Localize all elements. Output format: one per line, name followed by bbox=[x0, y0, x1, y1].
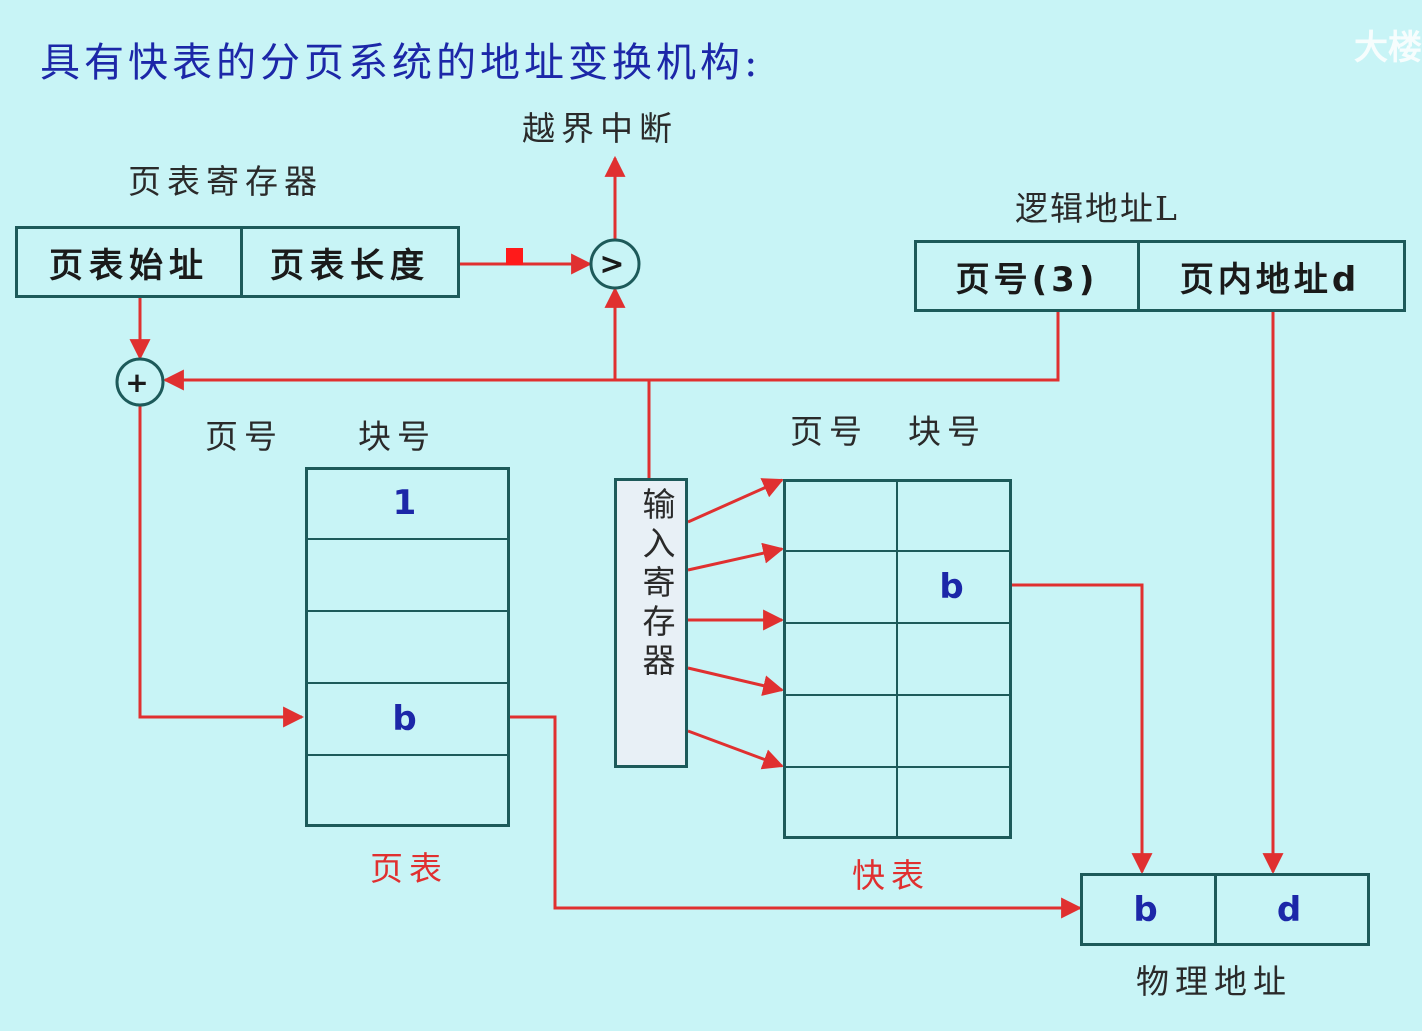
page-table-cell bbox=[305, 611, 510, 683]
fast-table-col-page: 页号 bbox=[790, 412, 868, 451]
page-table-cell bbox=[305, 539, 510, 611]
input-register-label: 输入寄存器 bbox=[637, 487, 676, 682]
page-title: 具有快表的分页系统的地址变换机构: bbox=[40, 40, 762, 86]
adder-symbol: + bbox=[125, 365, 155, 399]
table-length-field: 页表长度 bbox=[270, 245, 430, 286]
logical-address-label: 逻辑地址L bbox=[1015, 189, 1179, 228]
fast-table-cell bbox=[897, 695, 1012, 767]
watermark: 大楼 bbox=[1354, 28, 1422, 68]
fast-table-cell: b bbox=[939, 567, 970, 607]
page-table-col-page: 页号 bbox=[205, 417, 283, 456]
fast-table-cell bbox=[897, 767, 1012, 839]
page-table-cell: 1 bbox=[392, 483, 423, 523]
physical-address-register: b d bbox=[1080, 873, 1370, 946]
page-number-field: 页号(3) bbox=[917, 243, 1140, 309]
line-fan-4 bbox=[687, 666, 785, 696]
fast-table-caption: 快表 bbox=[852, 856, 930, 895]
fast-table-col-block: 块号 bbox=[908, 412, 986, 451]
physical-block-field: b bbox=[1083, 876, 1217, 943]
input-register bbox=[614, 478, 688, 768]
compare-symbol: > bbox=[599, 246, 631, 282]
page-table bbox=[305, 467, 510, 827]
physical-offset-field: d bbox=[1276, 889, 1308, 930]
line-page-number-bus bbox=[162, 312, 1060, 391]
fast-table-cell bbox=[783, 623, 897, 695]
fast-table bbox=[783, 479, 1012, 839]
page-table-caption: 页表 bbox=[370, 849, 448, 888]
page-table-register-label: 页表寄存器 bbox=[128, 162, 323, 201]
line-page-table-to-physical bbox=[510, 715, 1083, 919]
table-start-field: 页表始址 bbox=[18, 229, 243, 295]
line-fan-2 bbox=[687, 542, 785, 572]
fast-table-cell bbox=[783, 479, 897, 551]
fast-table-cell bbox=[897, 479, 1012, 551]
overflow-interrupt-label: 越界中断 bbox=[522, 109, 678, 148]
line-fan-5 bbox=[687, 729, 784, 770]
fast-table-cell bbox=[783, 551, 897, 623]
line-fast-table-to-physical bbox=[1012, 583, 1153, 875]
page-table-cell: b bbox=[392, 699, 423, 739]
adder-circle bbox=[115, 357, 165, 407]
page-table-register: 页表始址 页表长度 bbox=[15, 226, 460, 298]
line-fan-1 bbox=[687, 478, 784, 524]
page-table-cell bbox=[305, 755, 510, 827]
line-adder-to-page-table bbox=[138, 405, 305, 728]
offset-field: 页内地址d bbox=[1179, 259, 1361, 300]
marker-square bbox=[506, 248, 523, 265]
physical-address-caption: 物理地址 bbox=[1136, 962, 1292, 1001]
fast-table-cell bbox=[783, 767, 897, 839]
fast-table-cell bbox=[897, 623, 1012, 695]
page-table-col-block: 块号 bbox=[358, 417, 436, 456]
logical-address-register: 页号(3) 页内地址d bbox=[914, 240, 1406, 312]
fast-table-cell bbox=[783, 695, 897, 767]
compare-circle bbox=[589, 238, 641, 290]
